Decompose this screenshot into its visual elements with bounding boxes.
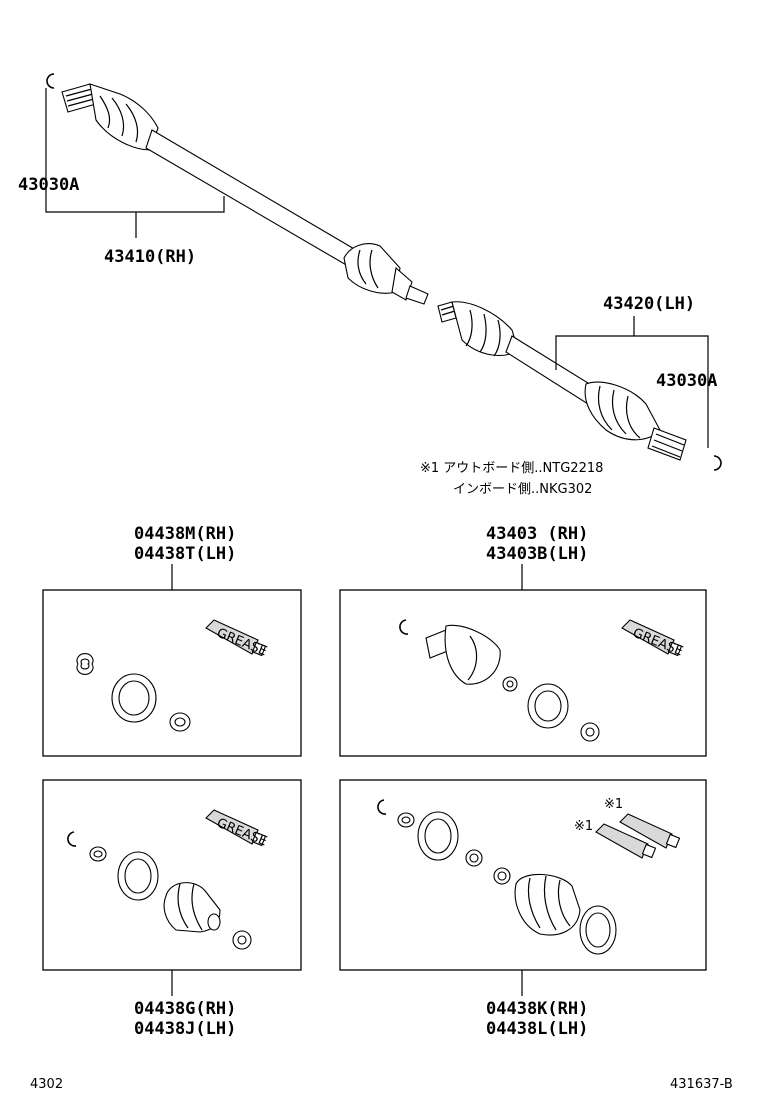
kit-b-label-lh: 43403B(LH) (486, 544, 588, 564)
footer-page-code: 4302 (30, 1077, 63, 1092)
grease-mark-inboard: ※1 (574, 819, 593, 834)
snap-ring-right-icon (713, 455, 722, 471)
snap-ring-left-icon (46, 73, 55, 89)
shaft-lh-label: 43420(LH) (603, 294, 695, 314)
boot-icon (163, 882, 221, 933)
drive-shaft-rh[interactable] (61, 83, 429, 305)
kit-box-d[interactable]: ※1 ※1 (339, 779, 707, 971)
kit-d-label-rh: 04438K(RH) (486, 999, 588, 1019)
kit-a-label-rh: 04438M(RH) (134, 524, 236, 544)
shaft-rh-label: 43410(RH) (104, 247, 196, 267)
leader-lines-shaft (45, 88, 709, 448)
kit-box-c[interactable]: GREASE (42, 779, 302, 971)
boot-icon (514, 873, 581, 936)
kit-box-a[interactable]: GREASE (42, 589, 302, 757)
kit-c-label-rh: 04438G(RH) (134, 999, 236, 1019)
inboard-joint-icon (425, 624, 501, 685)
note-outboard: ※1 アウトボード側..NTG2218 (420, 461, 603, 476)
snap-ring-icon (67, 831, 77, 847)
snap-ring-label-left: 43030A (18, 175, 79, 195)
drive-shaft-lh[interactable] (437, 301, 687, 461)
note-inboard: インボード側..NKG302 (453, 482, 592, 497)
snap-ring-label-right: 43030A (656, 371, 717, 391)
kit-box-b[interactable]: GREASE (339, 589, 707, 757)
kit-c-label-lh: 04438J(LH) (134, 1019, 236, 1039)
kit-d-label-lh: 04438L(LH) (486, 1019, 588, 1039)
footer-figure-id: 431637-B (670, 1077, 733, 1092)
snap-ring-icon (399, 619, 409, 635)
grease-tube-icon (595, 823, 657, 859)
kit-a-label-lh: 04438T(LH) (134, 544, 236, 564)
clamp-small-icon (76, 653, 94, 675)
kit-b-label-rh: 43403 (RH) (486, 524, 588, 544)
snap-ring-icon (377, 799, 387, 815)
grease-tube-icon (619, 813, 681, 849)
grease-mark-outboard: ※1 (604, 797, 623, 812)
